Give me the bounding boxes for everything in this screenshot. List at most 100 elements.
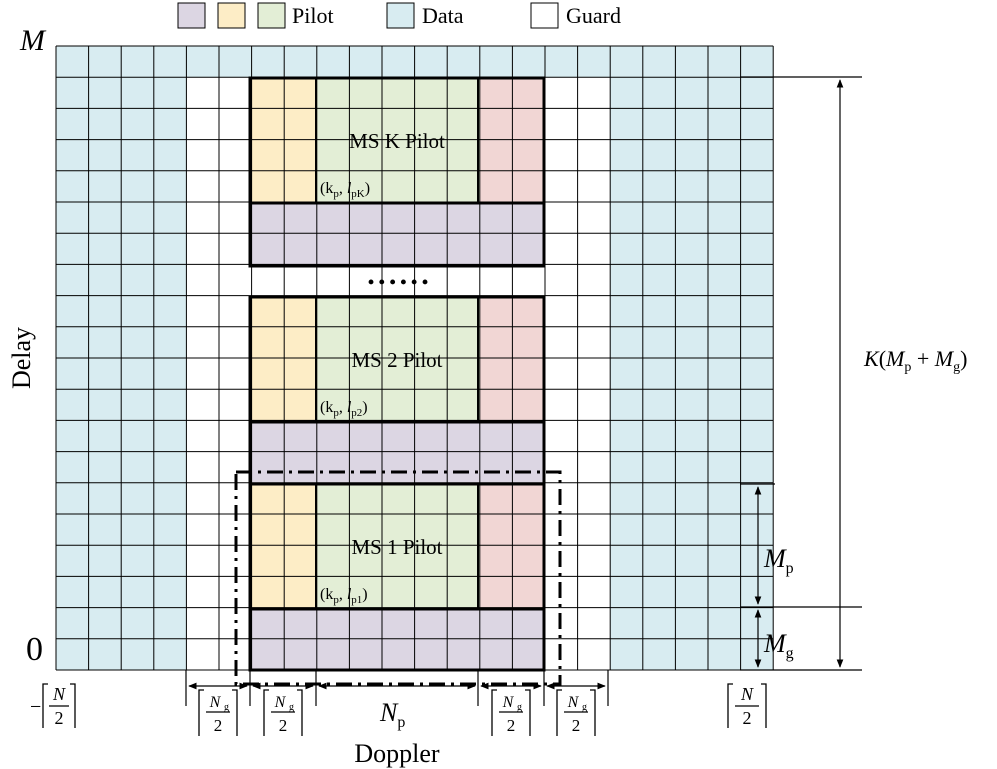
grid-cell-green xyxy=(414,108,448,140)
grid-cell-data xyxy=(708,264,741,296)
grid-cell-data xyxy=(642,389,676,421)
grid-cell-green xyxy=(447,139,480,171)
grid-cell-data xyxy=(121,451,154,483)
grid-cell-purple xyxy=(349,638,382,670)
grid-cell-purple xyxy=(349,607,382,639)
grid-cell-data xyxy=(56,358,89,390)
grid-cell-guard xyxy=(577,482,611,514)
grid-cell-yellow xyxy=(284,77,317,109)
grid-cell-guard xyxy=(577,295,611,327)
grid-cell-purple xyxy=(447,420,480,452)
grid-cell-guard xyxy=(545,233,578,265)
grid-cell-data xyxy=(153,170,187,202)
grid-cell-yellow xyxy=(284,326,317,358)
grid-cell-yellow xyxy=(251,295,285,327)
svg-text:Np: Np xyxy=(379,698,405,731)
grid-cell-green xyxy=(316,326,350,358)
grid-cell-guard xyxy=(577,233,611,265)
grid-cell-data xyxy=(708,46,741,78)
grid-cell-purple xyxy=(512,420,545,452)
grid-cell-guard xyxy=(545,264,578,296)
grid-cell-data xyxy=(642,576,676,608)
grid-cell-data xyxy=(88,264,122,296)
grid-cell-data xyxy=(153,46,187,78)
np-label: Np xyxy=(379,698,405,731)
grid-cell-data xyxy=(479,46,513,78)
grid-cell-data xyxy=(153,233,187,265)
grid-cell-purple xyxy=(479,451,513,483)
grid-cell-data xyxy=(740,358,774,390)
grid-cell-data xyxy=(642,233,676,265)
y-axis-bottom-label: 0 xyxy=(26,631,43,668)
grid-cell-red xyxy=(512,514,545,546)
grid-cell-data xyxy=(740,264,774,296)
svg-text:−: − xyxy=(30,696,41,718)
grid-cell-guard xyxy=(577,358,611,390)
grid-cell-green xyxy=(349,576,382,608)
grid-cell-data xyxy=(153,295,187,327)
grid-cell-guard xyxy=(577,420,611,452)
grid-cell-data xyxy=(121,358,154,390)
grid-cell-guard xyxy=(577,139,611,171)
grid-cell-green xyxy=(316,545,350,577)
grid-cell-guard xyxy=(545,77,578,109)
grid-cell-data xyxy=(56,264,89,296)
grid-cell-guard xyxy=(186,202,219,234)
grid-cell-data xyxy=(675,389,708,421)
grid-cell-green xyxy=(447,108,480,140)
grid-cell-purple xyxy=(414,638,448,670)
grid-cell-guard xyxy=(545,420,578,452)
grid-cell-data xyxy=(642,358,676,390)
grid-cell-data xyxy=(153,420,187,452)
grid-cell-data xyxy=(186,46,219,78)
grid-cell-purple xyxy=(316,638,350,670)
grid-cell-guard xyxy=(186,326,219,358)
grid-cell-green xyxy=(414,77,448,109)
grid-cell-green xyxy=(447,482,480,514)
grid-cell-data xyxy=(153,326,187,358)
grid-cell-guard xyxy=(219,358,252,390)
grid-cell-yellow xyxy=(284,170,317,202)
grid-cell-data xyxy=(675,46,708,78)
grid-cell-data xyxy=(708,77,741,109)
legend-guard-label: Guard xyxy=(566,3,621,28)
grid-cell-red xyxy=(512,576,545,608)
grid-cell-data xyxy=(88,607,122,639)
grid-cell-purple xyxy=(284,451,317,483)
block-1-guard-outline xyxy=(248,607,546,672)
grid-cell-purple xyxy=(382,202,415,234)
grid-cell-guard xyxy=(577,326,611,358)
grid-cell-data xyxy=(121,139,154,171)
grid-cell-yellow xyxy=(251,389,285,421)
grid-cell-data xyxy=(56,77,89,109)
grid-cell-data xyxy=(153,607,187,639)
grid-cell-data xyxy=(153,545,187,577)
grid-cell-data xyxy=(121,420,154,452)
grid-cell-guard xyxy=(577,170,611,202)
grid-cell-data xyxy=(610,389,643,421)
grid-cell-data xyxy=(121,108,154,140)
grid-cell-guard xyxy=(577,576,611,608)
grid-cell-green xyxy=(447,326,480,358)
grid-cell-green xyxy=(349,108,382,140)
grid-cell-green xyxy=(447,295,480,327)
grid-cell-red xyxy=(479,482,513,514)
grid-cell-data xyxy=(251,46,285,78)
grid-cell-data xyxy=(675,170,708,202)
grid-cell-data xyxy=(121,389,154,421)
grid-cell-red xyxy=(512,170,545,202)
grid-cell-guard xyxy=(186,514,219,546)
svg-text:g: g xyxy=(582,702,587,713)
grid-cell-data xyxy=(121,233,154,265)
grid-cell-red xyxy=(512,108,545,140)
grid-cell-purple xyxy=(316,202,350,234)
block-k-pilot-position: (kp, lpK) xyxy=(320,180,370,200)
label-minus-n-half: − N 2 xyxy=(30,683,76,728)
grid-cell-data xyxy=(642,170,676,202)
svg-text:2: 2 xyxy=(55,708,64,728)
grid-cell-data xyxy=(642,420,676,452)
grid-cell-purple xyxy=(447,451,480,483)
grid-cell-data xyxy=(610,233,643,265)
